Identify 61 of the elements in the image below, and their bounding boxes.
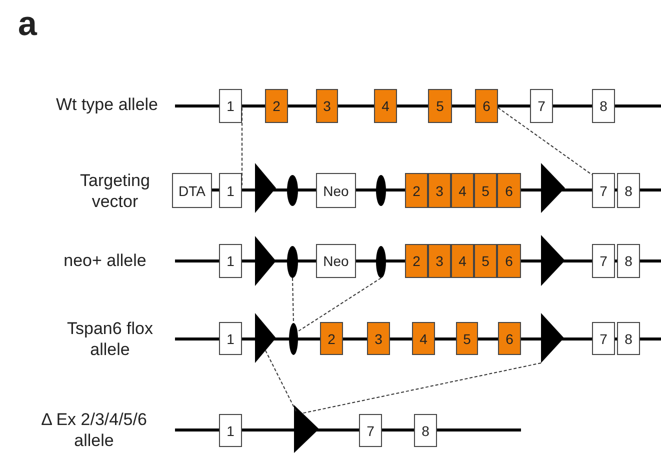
- gene-element-box: 1: [219, 173, 242, 208]
- frt-oval: [289, 323, 298, 355]
- loxp-triangle: [294, 405, 319, 453]
- loxp-triangle: [255, 236, 276, 286]
- row-label: Targeting vector: [79, 170, 151, 212]
- row-label: Δ Ex 2/3/4/5/6 allele: [40, 409, 148, 451]
- gene-element-box: 8: [617, 322, 640, 355]
- exon-box: 6: [475, 89, 498, 123]
- frt-oval: [287, 175, 298, 206]
- gene-element-box: 1: [219, 89, 242, 123]
- row-label: neo+ allele: [62, 250, 148, 271]
- exon-box: 4: [412, 322, 435, 355]
- dashed-connector-line: [498, 107, 592, 176]
- gene-element-box: 7: [592, 173, 615, 208]
- row-label: Tspan6 flox allele: [66, 318, 154, 360]
- dashed-connector-line: [296, 278, 382, 332]
- exon-box: 2: [265, 89, 288, 123]
- exon-box: 3: [316, 89, 338, 123]
- gene-element-box: DTA: [172, 173, 212, 208]
- exon-box: 2: [405, 173, 428, 208]
- exon-box: 4: [374, 89, 397, 123]
- exon-box: 5: [456, 322, 478, 355]
- exon-box: 2: [320, 322, 343, 355]
- loxp-triangle: [541, 163, 565, 213]
- gene-element-box: 8: [414, 414, 437, 447]
- gene-element-box: 1: [219, 244, 242, 278]
- exon-box: 5: [474, 173, 497, 208]
- exon-box: 3: [428, 173, 451, 208]
- exon-box: 4: [451, 173, 474, 208]
- gene-element-box: Neo: [316, 244, 356, 278]
- exon-box: 4: [451, 244, 474, 278]
- gene-element-box: 1: [219, 414, 242, 447]
- exon-box: 6: [498, 322, 521, 355]
- exon-box: 6: [497, 173, 521, 208]
- gene-element-box: 8: [592, 89, 615, 123]
- gene-element-box: 7: [592, 244, 615, 278]
- exon-box: 5: [428, 89, 452, 123]
- loxp-triangle: [255, 313, 276, 363]
- exon-box: 3: [428, 244, 451, 278]
- gene-element-box: 7: [530, 89, 553, 123]
- frt-oval: [376, 175, 386, 206]
- dashed-connector-line: [302, 362, 542, 414]
- row-label: Wt type allele: [54, 94, 160, 115]
- frt-oval: [376, 246, 386, 278]
- frt-oval: [287, 246, 298, 278]
- panel-letter: a: [18, 4, 37, 44]
- loxp-triangle: [541, 235, 565, 286]
- gene-element-box: 8: [617, 244, 640, 278]
- gene-element-box: 7: [359, 414, 382, 447]
- gene-element-box: 8: [617, 173, 640, 208]
- dashed-connector-line: [292, 278, 294, 324]
- loxp-triangle: [541, 313, 564, 363]
- gene-element-box: Neo: [316, 173, 356, 208]
- gene-element-box: 7: [592, 322, 615, 355]
- gene-element-box: 1: [219, 322, 242, 355]
- dashed-connector-line: [265, 350, 297, 413]
- exon-box: 5: [474, 244, 497, 278]
- exon-box: 6: [497, 244, 521, 278]
- exon-box: 3: [367, 322, 390, 355]
- loxp-triangle: [255, 163, 276, 213]
- exon-box: 2: [405, 244, 428, 278]
